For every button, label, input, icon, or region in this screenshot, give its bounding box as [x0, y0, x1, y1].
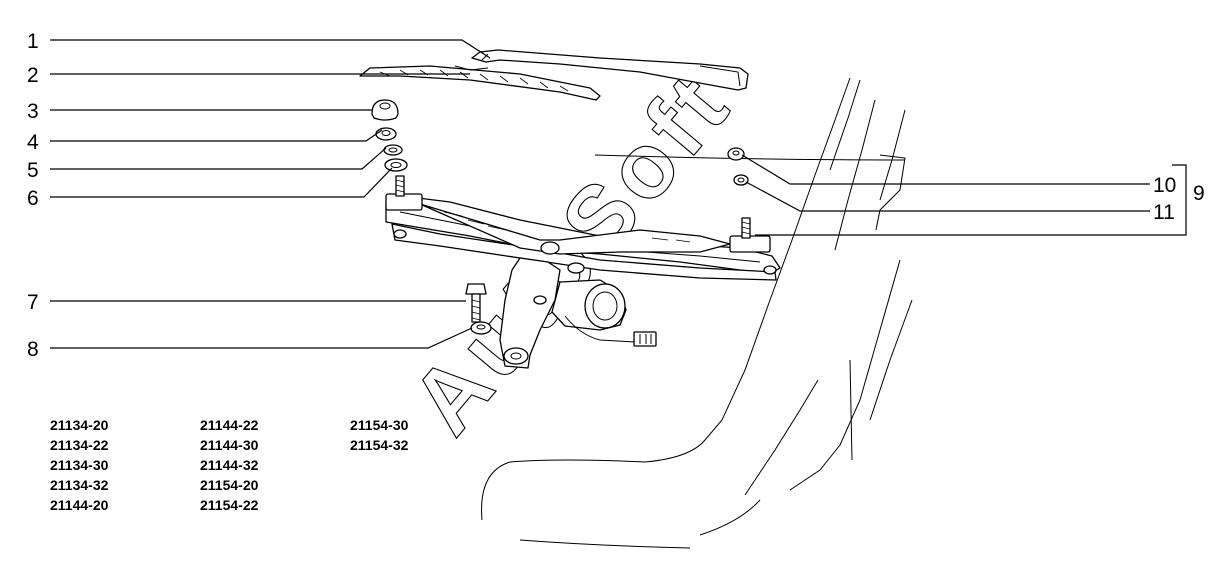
model-code: 21134-20	[50, 417, 109, 433]
part-wiper-blade	[359, 65, 601, 101]
model-code: 21154-22	[200, 497, 259, 513]
car-body-outline	[481, 77, 913, 549]
callout-7: 7	[27, 291, 39, 314]
model-code: 21144-32	[200, 457, 259, 473]
part-wiper-arm	[471, 49, 749, 91]
callout-4: 4	[27, 131, 39, 154]
part-cap	[371, 99, 399, 121]
callout-11: 11	[1153, 201, 1175, 224]
model-code: 21144-30	[200, 437, 259, 453]
model-code: 21134-32	[50, 477, 109, 493]
model-code: 21154-20	[200, 477, 259, 493]
callout-5: 5	[27, 159, 39, 182]
model-codes: 21134-20 21134-22 21134-30 21134-32 2114…	[50, 417, 409, 513]
part-washer-8	[470, 321, 492, 335]
callout-2: 2	[27, 64, 39, 87]
callout-9: 9	[1193, 182, 1205, 205]
callout-8: 8	[27, 338, 39, 361]
part-washer-5	[383, 144, 403, 156]
callout-1: 1	[27, 30, 39, 53]
part-linkage-frame	[385, 175, 781, 281]
part-nut-10	[727, 147, 745, 161]
part-nut	[375, 127, 397, 141]
part-motor-bracket	[499, 257, 657, 369]
callout-3: 3	[27, 100, 39, 123]
part-bolt	[465, 283, 487, 323]
model-code: 21154-30	[350, 417, 409, 433]
leader-lines	[50, 39, 1187, 349]
model-code: 21134-30	[50, 457, 109, 473]
callout-6: 6	[27, 187, 39, 210]
callout-labels: 1 2 3 4 5 6 7 8 9 10 11	[27, 30, 1205, 361]
model-code: 21144-20	[50, 497, 109, 513]
callout-10: 10	[1153, 174, 1176, 197]
part-washer-11	[733, 174, 749, 186]
model-code: 21154-32	[350, 437, 409, 453]
model-code: 21134-22	[50, 437, 109, 453]
model-code: 21144-22	[200, 417, 259, 433]
part-washer-6	[384, 158, 408, 172]
